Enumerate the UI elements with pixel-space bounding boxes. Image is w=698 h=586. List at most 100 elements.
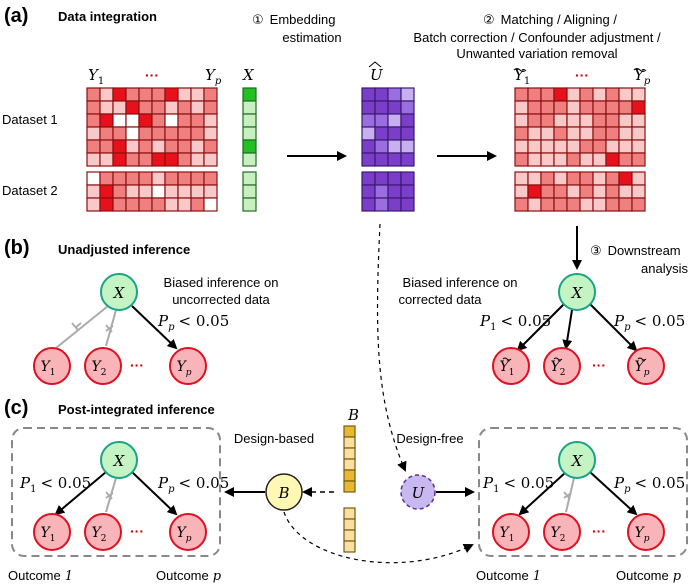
yt2-cell [514,184,529,199]
y1-cell [99,87,114,102]
y1-cell [99,152,114,167]
yt2-cell [605,184,620,199]
u1-cell [400,152,415,167]
yt1-cell [540,139,555,154]
yt1-cell [566,152,581,167]
u1-cell [361,152,376,167]
y2-cell [151,171,166,186]
u1-cell [387,152,402,167]
note-corrected-1: Biased inference on [403,275,518,290]
step3-line2: analysis [641,261,688,276]
node-b [265,473,303,511]
yt1-cell [540,152,555,167]
yt2-cell [618,171,633,186]
yt1-cell [579,152,594,167]
yt1-cell [553,139,568,154]
pval-p-b: Pp< 0.05 [157,312,229,333]
edge-x-y1-c [54,471,107,516]
yt2-cell [566,184,581,199]
y2-cell [112,171,127,186]
u2-cell [400,184,415,199]
y2-cell [125,197,140,212]
yt1-cell [527,139,542,154]
u2-cell [387,197,402,212]
node-y1-b [33,347,71,385]
yt1-cell [527,87,542,102]
u2-cell [387,184,402,199]
x1-cell [242,87,257,102]
yt1-cell [618,126,633,141]
node-y2-b-label: Y2 [92,359,107,378]
yt2-cell [592,197,607,212]
ytilde-matrix-dataset1 [514,87,646,167]
yt2-cell [618,197,633,212]
y1-cell [86,87,101,102]
node-y1-c-right-label: Y1 [500,525,515,544]
y1-cell [138,139,153,154]
u1-cell [374,139,389,154]
yt2-cell [631,197,646,212]
yt2-cell [527,184,542,199]
arrow-u-to-design-free [376,223,407,472]
u-hat-label: U [370,66,384,84]
yt1-cell [514,126,529,141]
yp-col-label: Yp [205,66,222,87]
tilde-yt2 [553,357,563,361]
y1-cell [151,100,166,115]
u1-cell [361,126,376,141]
y1-cell [99,113,114,128]
node-y2-c-left-label: Y2 [92,525,107,544]
yt2-cell [540,197,555,212]
yt2-cell [527,171,542,186]
y2-cell [164,197,179,212]
y2-cell [138,197,153,212]
node-u-label: U [412,484,426,502]
y1-cell [190,113,205,128]
y1-cell [203,139,218,154]
yt1-cell [553,87,568,102]
b1-cell [343,436,356,449]
y1-cell [203,152,218,167]
tilde-yt1 [502,357,512,361]
node-x-c-left-label: X [113,452,126,470]
y2-cell [151,197,166,212]
y1-cell [151,87,166,102]
node-x-b-right-label: X [571,284,584,302]
node-y1-c-left-label: Y1 [41,525,56,544]
x2-cell [242,171,257,186]
note-corrected-2: corrected data [398,292,482,307]
node-yp-c-left [169,513,207,551]
b1-cell [343,447,356,460]
panel-c-letter: (c) [4,397,28,419]
y2-cell [125,184,140,199]
u1-cell [361,87,376,102]
u-embedding-dataset2 [361,171,415,212]
y1-cell [86,100,101,115]
y1-cell [151,126,166,141]
y2-cell [99,197,114,212]
y1-cell [138,126,153,141]
y2-cell [203,171,218,186]
y1-cell [138,113,153,128]
yt1-tilde [513,68,527,72]
y-matrix-dataset2 [86,171,218,212]
edge-x-y1-gray [55,305,109,349]
u1-cell [387,126,402,141]
yt2-cell [566,197,581,212]
y1-cell [203,100,218,115]
y1-cell [112,152,127,167]
dataset2-label: Dataset 2 [2,183,58,198]
u1-cell [361,100,376,115]
y1-cell [190,100,205,115]
yt1-cell [566,100,581,115]
node-yp-c-right-label: Yp [634,525,649,544]
u-embedding-dataset1 [361,87,415,167]
panel-b-letter: (b) [4,237,30,259]
y1-cell [151,113,166,128]
yt1-cell [631,152,646,167]
